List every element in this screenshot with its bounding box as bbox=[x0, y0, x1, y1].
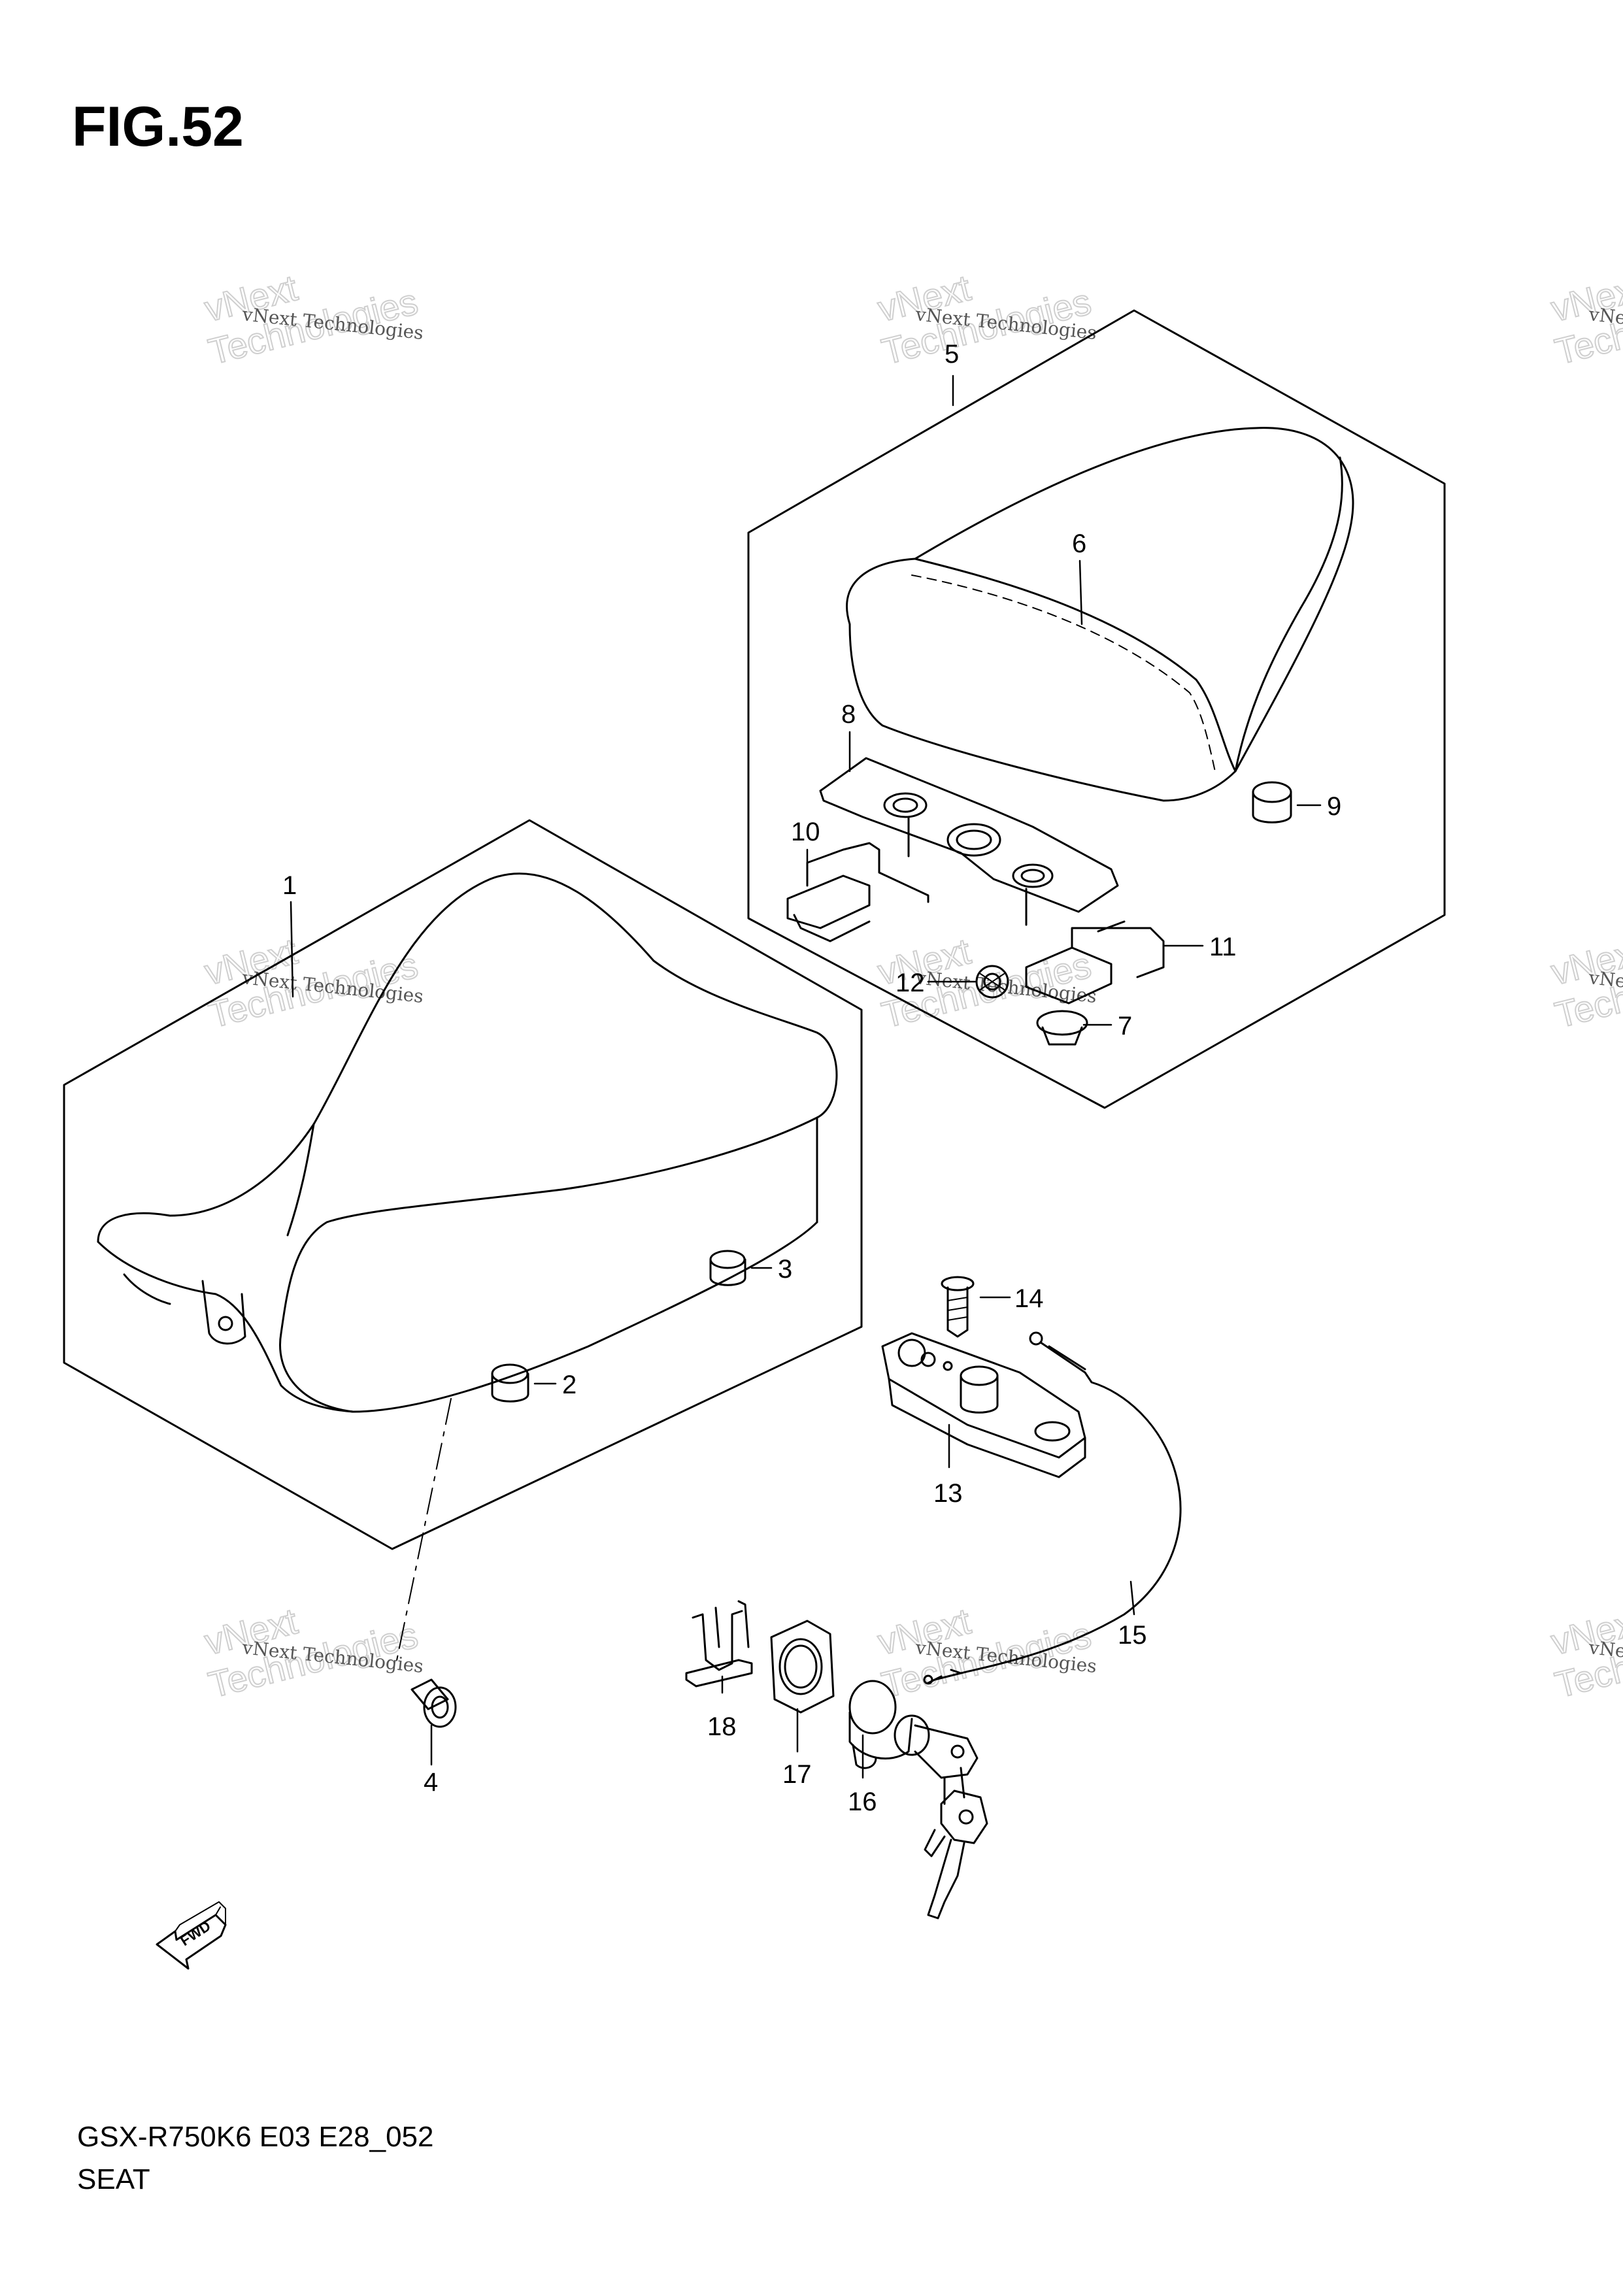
callout-1: 1 bbox=[282, 871, 297, 900]
nut-12 bbox=[975, 965, 1009, 999]
watermark: vNext Technologies vNext Technologies bbox=[200, 1599, 425, 1706]
callout-7: 7 bbox=[1118, 1012, 1132, 1040]
figure-title: FIG.52 bbox=[72, 95, 244, 158]
leader-lines bbox=[290, 374, 1322, 1779]
callout-13: 13 bbox=[933, 1479, 963, 1508]
callout-5: 5 bbox=[945, 340, 959, 369]
callout-17: 17 bbox=[782, 1760, 812, 1789]
rear-seat-assembly-box bbox=[747, 309, 1446, 1109]
rubber-damper-9 bbox=[1252, 781, 1292, 824]
callout-16: 16 bbox=[848, 1788, 877, 1816]
callout-6: 6 bbox=[1072, 529, 1086, 558]
callout-10: 10 bbox=[791, 818, 820, 846]
rear-seat-bracket bbox=[819, 757, 1119, 926]
callout-4: 4 bbox=[424, 1768, 438, 1797]
watermark: vNext Technologies vNext Technologies bbox=[873, 1599, 1098, 1706]
screw-14 bbox=[941, 1276, 975, 1338]
seat-latch-13 bbox=[881, 1332, 1086, 1478]
bolt-4 bbox=[410, 1678, 457, 1728]
seat-hook-bracket-11 bbox=[1025, 920, 1165, 1005]
watermark: vNext Technologies vNext Technologies bbox=[1547, 266, 1623, 373]
watermark: vNext Technologies vNext Technologies bbox=[1547, 929, 1623, 1036]
callout-11: 11 bbox=[1209, 933, 1237, 961]
watermark: vNext Technologies vNext Technologies bbox=[200, 266, 425, 373]
rear-seat-cushion bbox=[846, 427, 1354, 802]
grommet-7 bbox=[1036, 1010, 1088, 1046]
section-name: SEAT bbox=[77, 2163, 150, 2195]
callout-labels: 1 2 3 4 5 6 7 8 9 10 11 12 13 14 15 16 1… bbox=[282, 340, 1341, 1816]
callout-15: 15 bbox=[1118, 1621, 1147, 1650]
lock-clip-18 bbox=[685, 1600, 753, 1688]
rubber-damper-2 bbox=[491, 1363, 529, 1403]
seat-hook-bracket-10 bbox=[786, 842, 929, 942]
callout-8: 8 bbox=[841, 700, 856, 729]
lock-plate-17 bbox=[770, 1620, 835, 1714]
callout-18: 18 bbox=[707, 1712, 737, 1741]
rubber-damper-3 bbox=[709, 1250, 746, 1286]
mounting-axis-line bbox=[395, 1398, 452, 1667]
front-seat bbox=[97, 873, 838, 1413]
callout-12: 12 bbox=[895, 969, 925, 997]
callout-3: 3 bbox=[778, 1255, 792, 1284]
watermark: vNext Technologies vNext Technologies bbox=[1547, 1599, 1623, 1706]
forward-direction-arrow bbox=[156, 1901, 227, 1970]
seat-lock-cable-15 bbox=[923, 1331, 1182, 1685]
watermark: vNext Technologies vNext Technologies bbox=[200, 929, 425, 1036]
seat-lock-cylinder-16 bbox=[848, 1680, 988, 1920]
model-code: GSX-R750K6 E03 E28_052 bbox=[77, 2121, 434, 2153]
watermark: vNext Technologies vNext Technologies bbox=[873, 266, 1098, 373]
callout-9: 9 bbox=[1327, 792, 1341, 821]
callout-14: 14 bbox=[1014, 1284, 1044, 1313]
callout-2: 2 bbox=[562, 1371, 577, 1399]
front-seat-assembly-box bbox=[63, 819, 863, 1550]
